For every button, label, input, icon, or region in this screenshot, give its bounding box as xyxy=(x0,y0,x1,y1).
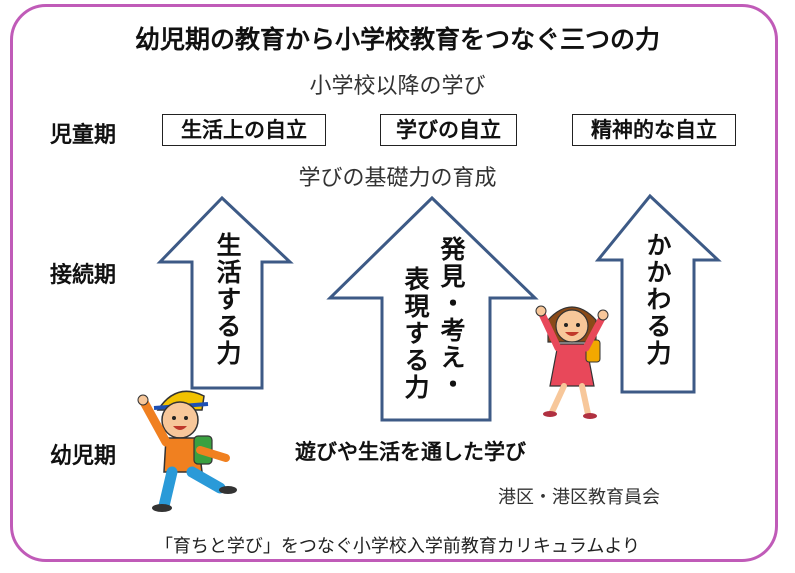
arrow-center-label-col2: 表現する力 xyxy=(401,266,430,401)
arrow-left-label: 生活する力 xyxy=(213,232,242,367)
source-caption: 「育ちと学び」をつなぐ小学校入学前教育カリキュラムより xyxy=(154,536,641,557)
independence-box-life: 生活上の自立 xyxy=(162,114,326,146)
foundation-label: 学びの基礎力の育成 xyxy=(298,166,497,191)
arrow-center xyxy=(326,195,539,422)
stage-early: 幼児期 xyxy=(50,444,117,469)
girl-running-icon xyxy=(535,305,609,419)
credit-label: 港区・港区教育員会 xyxy=(498,487,660,508)
diagram-title: 幼児期の教育から小学校教育をつなぐ三つの力 xyxy=(134,25,660,54)
arrow-left xyxy=(156,195,294,390)
independence-box-mental: 精神的な自立 xyxy=(572,114,736,146)
stage-child: 児童期 xyxy=(50,123,117,148)
independence-box-learning: 学びの自立 xyxy=(380,114,517,146)
arrow-right xyxy=(594,193,722,394)
arrow-center-label-col1: 発見・考え・ xyxy=(437,236,466,398)
upper-learning-label: 小学校以降の学び xyxy=(309,74,486,99)
arrow-right-label: かかわる力 xyxy=(643,232,672,367)
stage-transition: 接続期 xyxy=(50,263,117,288)
boy-running-icon xyxy=(137,390,237,512)
play-learning-label: 遊びや生活を通した学び xyxy=(295,440,526,464)
